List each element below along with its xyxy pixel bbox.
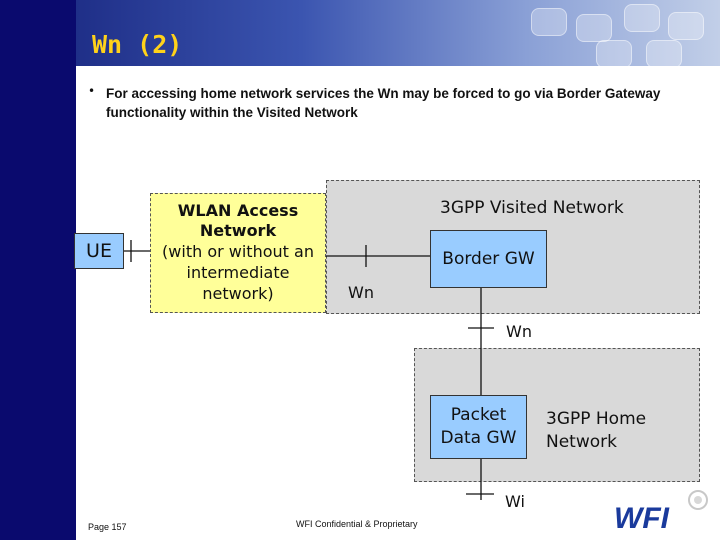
keypad-key-decoration xyxy=(624,4,660,32)
confidential-notice: WFI Confidential & Proprietary xyxy=(296,519,418,529)
home-network-label: 3GPP Home Network xyxy=(546,409,647,452)
keypad-key-decoration xyxy=(646,40,682,66)
wlan-label-bold: WLAN Access Network xyxy=(177,201,299,240)
border-gw-node xyxy=(430,230,547,288)
packet-data-gw-label: Packet Data GW xyxy=(440,405,517,448)
header-banner xyxy=(76,0,720,66)
ue-node xyxy=(74,233,124,269)
bullet-text: For accessing home network services the … xyxy=(106,86,661,120)
svg-text:WFI: WFI xyxy=(614,502,670,534)
keypad-key-decoration xyxy=(596,40,632,66)
keypad-key-decoration xyxy=(576,14,612,42)
keypad-key-decoration xyxy=(668,12,704,40)
ue-label: UE xyxy=(86,240,112,262)
wlan-label-detail: (with or without an intermediate network… xyxy=(162,242,314,303)
left-sidebar-band xyxy=(0,0,76,540)
wlan-access-network-box xyxy=(150,193,326,313)
page-number: Page 157 xyxy=(88,522,127,532)
wn-label-2: Wn xyxy=(506,322,532,341)
packet-data-gw-node xyxy=(430,395,527,459)
border-gw-label: Border GW xyxy=(442,249,535,269)
slide-title: Wn (2) xyxy=(92,30,183,59)
visited-network-label: 3GPP Visited Network xyxy=(440,198,624,218)
keypad-key-decoration xyxy=(531,8,567,36)
bullet-dot: • xyxy=(88,84,96,98)
wi-label: Wi xyxy=(505,492,525,511)
wn-label-1: Wn xyxy=(348,283,374,302)
wfi-logo: WFI xyxy=(614,490,708,534)
